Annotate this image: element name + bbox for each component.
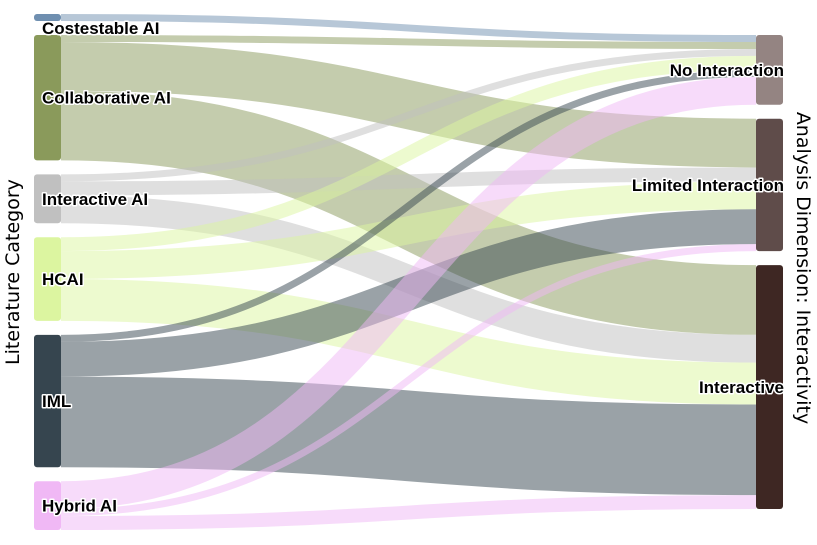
node-label-interactive-ai: Interactive AI xyxy=(42,190,148,209)
node-label-hybrid-ai: Hybrid AI xyxy=(42,497,117,516)
node-costestable-ai[interactable] xyxy=(34,14,61,21)
node-interactive-ai[interactable] xyxy=(34,174,61,224)
right-axis-title: Analysis Dimension: Interactivity xyxy=(792,112,814,424)
node-label-interactive: Interactive xyxy=(699,378,784,397)
link-interactive-ai-to-no-interaction[interactable] xyxy=(60,48,757,182)
left-axis-title: Literature Category xyxy=(2,179,24,365)
node-iml[interactable] xyxy=(34,334,61,468)
links-layer xyxy=(60,14,757,530)
node-label-iml: IML xyxy=(42,392,71,411)
node-label-limited-interaction: Limited Interaction xyxy=(632,176,784,195)
link-collaborative-ai-to-no-interaction[interactable] xyxy=(60,34,757,49)
node-label-no-interaction: No Interaction xyxy=(670,61,784,80)
link-collaborative-ai-to-limited-interaction[interactable] xyxy=(60,41,757,168)
node-limited-interaction[interactable] xyxy=(756,118,783,252)
node-interactive[interactable] xyxy=(756,265,783,509)
node-label-hcai: HCAI xyxy=(42,270,84,289)
node-hcai[interactable] xyxy=(34,237,61,321)
labels-layer: Costestable AI Collaborative AI Interactiv… xyxy=(41,17,786,517)
link-hybrid-ai-to-no-interaction[interactable] xyxy=(60,76,757,510)
link-interactive-ai-to-limited-interaction[interactable] xyxy=(60,167,757,196)
link-costestable-ai-to-no-interaction[interactable] xyxy=(60,14,757,42)
link-hybrid-ai-to-limited-interaction[interactable] xyxy=(60,244,757,517)
link-hcai-to-interactive[interactable] xyxy=(60,278,757,405)
node-no-interaction[interactable] xyxy=(756,35,783,105)
node-hybrid-ai[interactable] xyxy=(34,481,61,530)
node-label-collaborative-ai: Collaborative AI xyxy=(42,89,171,108)
link-iml-to-interactive[interactable] xyxy=(60,376,757,496)
link-iml-to-no-interaction[interactable] xyxy=(60,69,757,342)
node-collaborative-ai[interactable] xyxy=(34,34,61,161)
link-hcai-to-no-interaction[interactable] xyxy=(60,55,757,252)
link-hybrid-ai-to-interactive[interactable] xyxy=(60,495,757,530)
link-collaborative-ai-to-interactive[interactable] xyxy=(60,90,757,335)
node-label-costestable-ai: Costestable AI xyxy=(42,19,159,38)
link-hcai-to-limited-interaction[interactable] xyxy=(60,181,757,280)
nodes-layer xyxy=(34,14,783,530)
